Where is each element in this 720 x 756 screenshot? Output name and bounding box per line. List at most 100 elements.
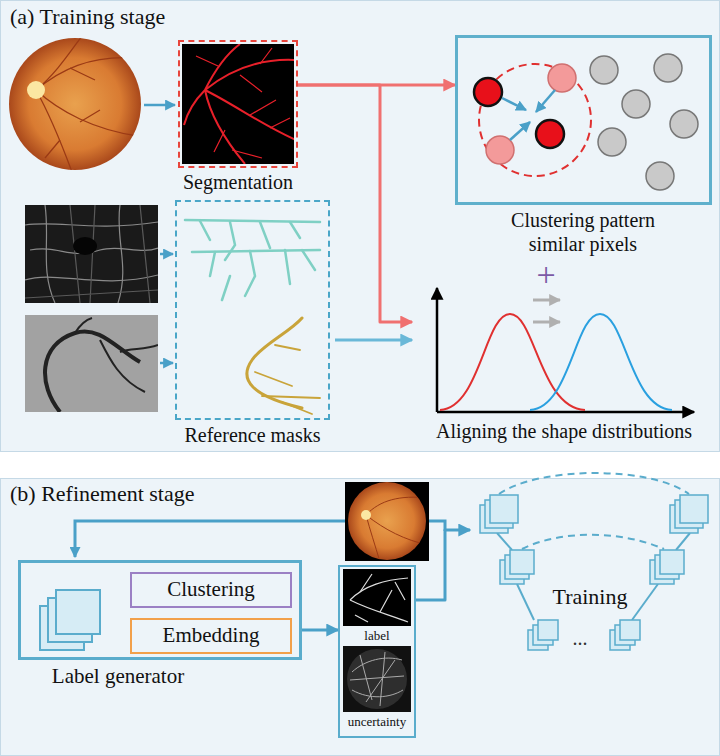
illustration-part <box>350 600 408 622</box>
illustration-part <box>36 90 72 172</box>
illustration-part <box>620 620 640 640</box>
clustering-illustration <box>474 54 698 190</box>
illustration-part <box>530 314 672 410</box>
box-outline <box>175 200 330 420</box>
illustration-part <box>536 90 555 112</box>
illustration-part <box>350 652 404 706</box>
illustration-part <box>436 288 439 412</box>
box-label: Aligning the shape distributions <box>412 419 716 443</box>
illustration-part <box>25 205 158 303</box>
output-box: labeluncertainty <box>338 565 416 738</box>
illustration-part <box>205 44 240 90</box>
illustration-part <box>361 510 371 520</box>
distribution-plot <box>437 288 694 412</box>
segmentation-image <box>182 44 296 164</box>
reference-mask-trees <box>185 220 320 414</box>
illustration-part <box>348 482 426 560</box>
illustration-part <box>205 90 294 140</box>
illustration-part <box>343 569 411 626</box>
illustration-part <box>429 521 445 531</box>
illustration-part <box>75 521 345 557</box>
illustration-part <box>533 299 560 302</box>
box-label: Embedding <box>130 623 292 648</box>
network-region: Training <box>470 490 712 680</box>
illustration-part <box>632 584 658 620</box>
angiogram-image <box>25 315 158 412</box>
illustration-part <box>25 205 158 303</box>
illustration-part <box>355 574 405 622</box>
illustration-part <box>205 90 245 164</box>
box-sublabel: uncertainty <box>340 714 414 730</box>
illustration-part <box>36 36 138 172</box>
flow-arrow <box>335 339 412 342</box>
label-image <box>343 569 411 626</box>
fundus-image-b <box>345 482 429 562</box>
box-label: Reference masks <box>170 423 335 447</box>
illustration-part <box>182 44 294 164</box>
box-label: (b) Refinement stage <box>10 481 330 507</box>
generator-box: Label generatorClusteringEmbedding <box>18 560 302 695</box>
octa-image <box>25 205 158 303</box>
illustration-part <box>590 56 618 84</box>
illustration-part <box>366 515 380 562</box>
ellipsis-mark: ... <box>560 628 600 648</box>
illustration-part <box>255 345 320 414</box>
illustration-part <box>1 479 720 756</box>
illustration-part <box>510 122 530 140</box>
illustration-part <box>660 550 684 574</box>
illustration-part <box>497 533 512 550</box>
box-label: Clustering pattern similar pixels <box>483 208 683 256</box>
illustration-part <box>440 314 585 410</box>
clustering-box: Clustering pattern similar pixels <box>455 35 712 257</box>
illustration-part <box>73 237 97 255</box>
box-label: Segmentation <box>178 170 298 194</box>
illustration-part <box>247 318 320 414</box>
illustration-part <box>75 318 158 392</box>
illustration-part <box>25 222 158 226</box>
box-outline <box>178 40 298 168</box>
illustration-part <box>160 362 173 365</box>
illustration-part <box>533 321 560 324</box>
illustration-part <box>9 38 141 170</box>
illustration-part <box>474 78 502 106</box>
illustration-part <box>1 1 720 452</box>
illustration-part <box>517 584 534 620</box>
flow-arrow <box>298 85 412 322</box>
illustration-part <box>345 482 429 561</box>
illustration-part <box>350 652 404 706</box>
illustration-part <box>184 44 294 164</box>
illustration-part <box>36 58 135 90</box>
reference-box: Reference masks <box>170 200 335 452</box>
module-box: Clustering <box>130 572 292 608</box>
illustration-part <box>366 497 428 562</box>
plus-sign: + <box>528 258 564 292</box>
illustration-part <box>548 64 576 92</box>
box-outline <box>338 565 416 738</box>
box-outline <box>455 35 712 205</box>
box-label: Clustering <box>130 577 292 602</box>
box-label: Training <box>540 584 640 610</box>
illustration-part <box>654 54 682 82</box>
illustration-part <box>205 60 294 90</box>
illustration-part <box>36 90 138 136</box>
illustration-part <box>486 136 514 164</box>
illustration-part <box>210 250 315 300</box>
fundus-image-a <box>9 36 141 172</box>
illustration-part <box>118 205 123 303</box>
illustration-part <box>56 590 100 634</box>
illustration-part <box>352 658 403 697</box>
illustration-part <box>366 515 428 545</box>
generator-stack <box>40 590 100 650</box>
illustration-part <box>45 331 140 412</box>
illustration-part <box>350 574 408 622</box>
illustration-part <box>144 104 175 107</box>
illustration-part <box>160 253 173 256</box>
stage-panel: (b) Refinement stageLabel generatorClust… <box>0 478 720 756</box>
flow-arrow <box>416 530 470 600</box>
illustration-part <box>499 473 689 494</box>
illustration-part <box>25 315 158 412</box>
illustration-part <box>36 36 82 90</box>
